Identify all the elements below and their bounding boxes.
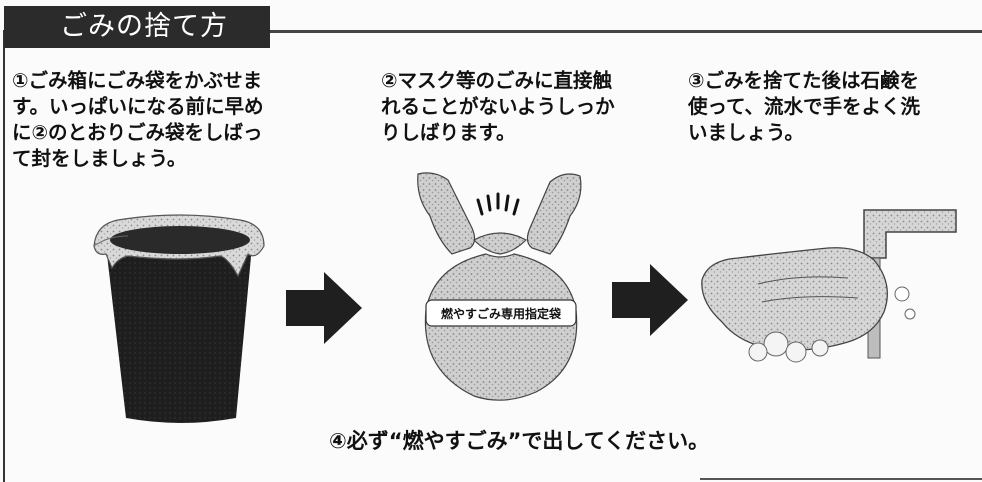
faucet: [863, 209, 957, 259]
step-3-line-3: いましょう。: [688, 121, 804, 144]
left-hand: [417, 172, 476, 255]
step-1-line-3: に②のとおりごみ袋をしばっ: [12, 121, 263, 144]
right-hand: [526, 173, 582, 255]
step-2-line-2: れることがないようしっか: [381, 95, 615, 118]
arrow-1-icon: [286, 272, 362, 344]
step-3-line-2: 使って、流水で手をよく洗: [688, 95, 921, 118]
trash-can-body: [106, 246, 252, 423]
step-3-line-1: ③ごみを捨てた後は石鹸を: [688, 69, 920, 92]
step-2-line-3: りしばります。: [381, 121, 516, 144]
step-1-line-4: て封をしましょう。: [12, 147, 187, 170]
step-1-line-2: す。いっぱいになる前に早め: [12, 95, 264, 118]
tied-garbage-bag-illustration: 燃やすごみ専用指定袋: [417, 172, 582, 401]
trash-can-illustration: [93, 214, 265, 423]
bag-body: [424, 253, 578, 401]
bag-label: 燃やすごみ専用指定袋: [441, 306, 562, 321]
soap-bubble: [763, 331, 789, 357]
step-2-text: ②マスク等のごみに直接触 れることがないようしっか りしばります。: [381, 68, 615, 146]
step-3-text: ③ごみを捨てた後は石鹸を 使って、流水で手をよく洗 いましょう。: [688, 68, 920, 146]
bag-label-band: [425, 299, 577, 327]
step-2-line-1: ②マスク等のごみに直接触: [381, 69, 613, 92]
arrow-2-icon: [612, 264, 688, 336]
bottom-border-rule: [700, 478, 982, 480]
left-border-rule: [3, 30, 5, 482]
final-note: ④必ず“燃やすごみ”で出してください。: [329, 429, 710, 453]
top-border-rule: [270, 30, 982, 33]
step-1-line-1: ①ごみ箱にごみ袋をかぶせま: [12, 69, 263, 92]
notice-title: ごみの捨て方: [4, 6, 270, 48]
washing-hands: [701, 247, 888, 351]
hand-washing-illustration: [701, 209, 957, 363]
step-1-text: ①ごみ箱にごみ袋をかぶせま す。いっぱいになる前に早め に②のとおりごみ袋をしば…: [12, 68, 264, 172]
trash-can-opening: [110, 226, 250, 254]
